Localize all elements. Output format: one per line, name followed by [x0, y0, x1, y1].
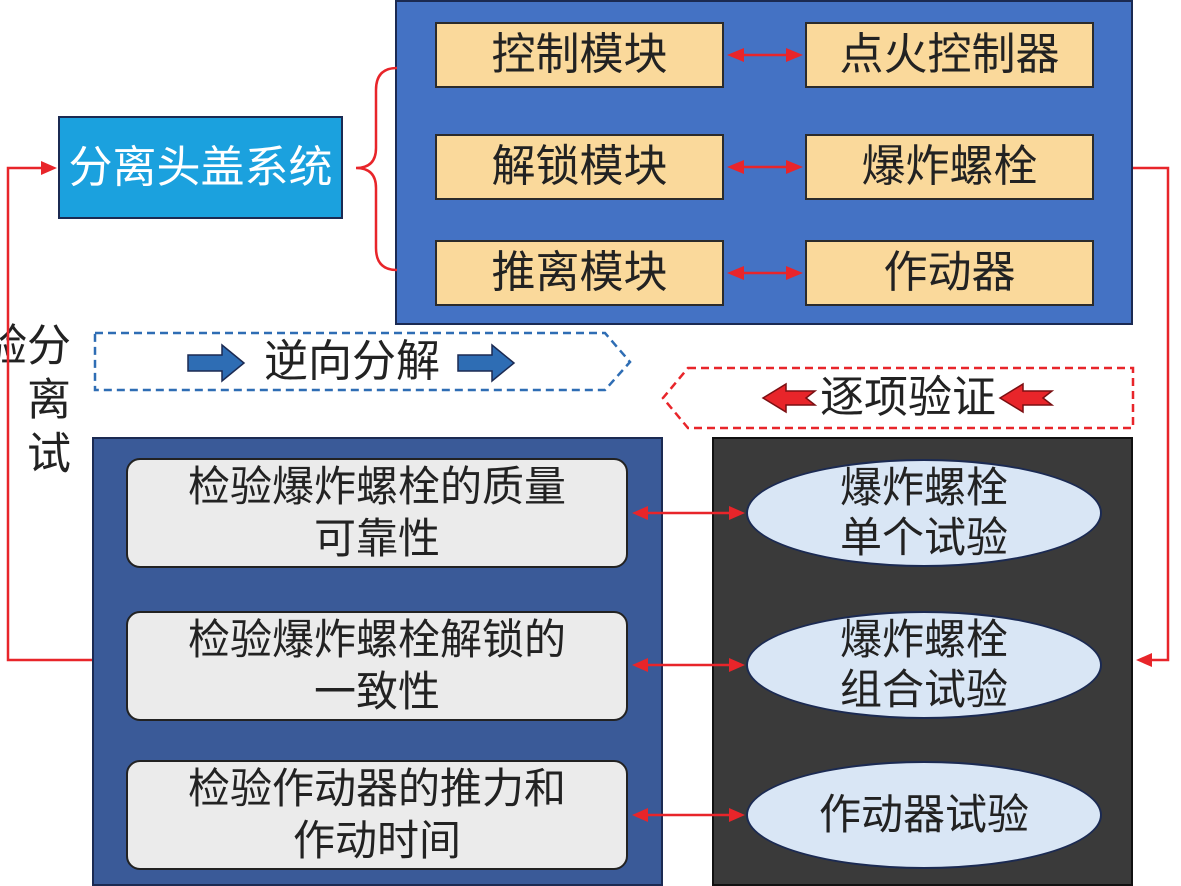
check-box-bolt-consistency: 检验爆炸螺栓解锁的 一致性: [126, 611, 628, 721]
module-box-control: 控制模块: [435, 22, 724, 88]
check-text-line: 一致性: [313, 667, 440, 716]
test-ellipse-combined-bolt: 爆炸螺栓 组合试验: [746, 611, 1102, 719]
test-text-line: 爆炸螺栓: [839, 615, 1008, 664]
verify-arrow-icon: [998, 382, 1055, 414]
test-text-line: 作动器试验: [818, 790, 1029, 839]
check-text-line: 检验爆炸螺栓的质量: [187, 462, 566, 511]
test-ellipse-single-bolt: 爆炸螺栓 单个试验: [746, 459, 1102, 567]
module-box-unlock: 解锁模块: [435, 134, 724, 200]
check-text-line: 可靠性: [313, 514, 440, 563]
check-box-bolt-quality: 检验爆炸螺栓的质量 可靠性: [126, 458, 628, 568]
side-label: 分离试验: [0, 322, 70, 484]
verify-label: 逐项验证: [820, 372, 996, 423]
check-text-line: 作动时间: [292, 816, 461, 865]
feedback-path: [1133, 166, 1170, 662]
test-text-line: 单个试验: [839, 513, 1008, 562]
decompose-label: 逆向分解: [264, 336, 440, 387]
test-text-line: 组合试验: [839, 665, 1008, 714]
component-box-actuator: 作动器: [805, 240, 1094, 306]
decompose-arrow-icon: [457, 343, 516, 383]
arrowhead-left: [1136, 653, 1152, 667]
arrowhead-right: [41, 161, 57, 175]
check-text-line: 检验爆炸螺栓解锁的: [187, 615, 566, 664]
test-text-line: 爆炸螺栓: [839, 463, 1008, 512]
component-box-igniter-controller: 点火控制器: [805, 22, 1094, 88]
verify-arrow-icon: [761, 382, 818, 414]
check-text-line: 检验作动器的推力和: [187, 764, 566, 813]
system-brace: [355, 66, 398, 272]
decompose-arrow-icon: [187, 343, 246, 383]
component-box-explosive-bolt: 爆炸螺栓: [805, 134, 1094, 200]
feedback-line-right: [1133, 166, 1170, 667]
test-ellipse-actuator: 作动器试验: [746, 761, 1102, 869]
system-box: 分离头盖系统: [58, 116, 343, 219]
check-box-actuator-thrust: 检验作动器的推力和 作动时间: [126, 760, 628, 870]
module-box-push-off: 推离模块: [435, 240, 724, 306]
